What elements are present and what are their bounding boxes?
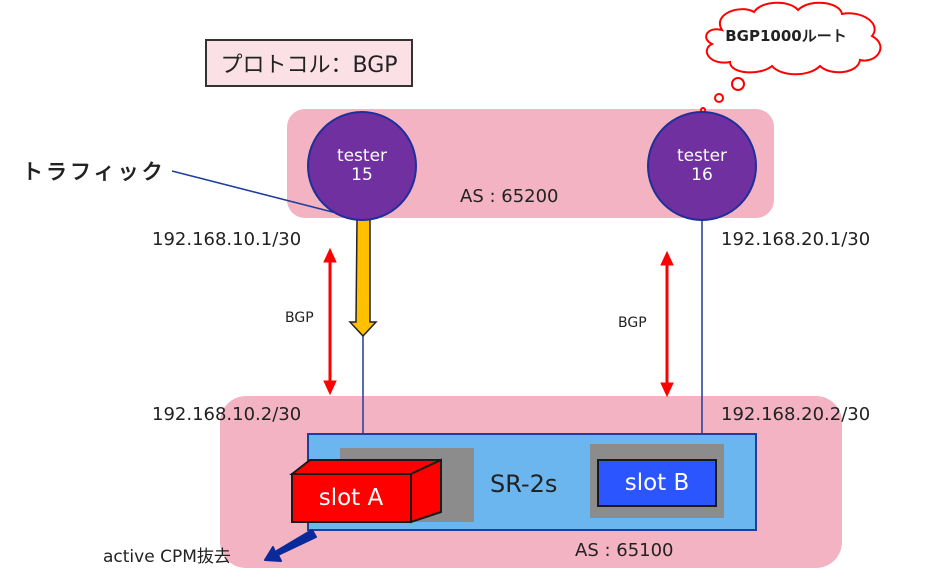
tester-16[interactable]: tester 16 <box>647 111 757 221</box>
ip-tester16: 192.168.20.1/30 <box>721 229 871 250</box>
ip-sr-left: 192.168.10.2/30 <box>152 404 302 425</box>
traffic-pointer-line <box>171 170 353 218</box>
tester-16-line1: tester <box>676 146 728 166</box>
tester-15-line1: tester <box>336 146 388 166</box>
ip-sr-right: 192.168.20.2/30 <box>721 404 871 425</box>
bgp-left-label: BGP <box>285 310 314 326</box>
router-name: SR-2s <box>490 470 558 498</box>
bgp-left-arrow <box>323 247 337 396</box>
tester-16-line2: 16 <box>691 165 713 185</box>
as-65200-label: AS : 65200 <box>460 186 559 207</box>
tester-15[interactable]: tester 15 <box>307 111 417 221</box>
traffic-arrow <box>348 218 378 338</box>
thought-cloud-icon <box>700 1 882 113</box>
slot-b-card[interactable]: slot B <box>597 459 717 507</box>
action-label: active CPM抜去 <box>103 547 231 567</box>
traffic-label: トラフィック <box>22 160 166 184</box>
removal-arrow <box>264 529 317 562</box>
protocol-label: プロトコル：BGP <box>220 53 398 78</box>
protocol-box: プロトコル：BGP <box>205 39 413 87</box>
as-65100-label: AS : 65100 <box>575 540 674 561</box>
bgp-right-label: BGP <box>618 315 647 331</box>
cloud-label: BGP1000ルート <box>725 27 847 45</box>
slot-b-label: slot B <box>624 470 690 496</box>
ip-tester15: 192.168.10.1/30 <box>152 229 302 250</box>
slot-a-label: slot A <box>318 485 384 511</box>
bgp-right-arrow <box>660 250 674 398</box>
tester-15-line2: 15 <box>351 165 373 185</box>
slot-a-card <box>289 458 442 524</box>
